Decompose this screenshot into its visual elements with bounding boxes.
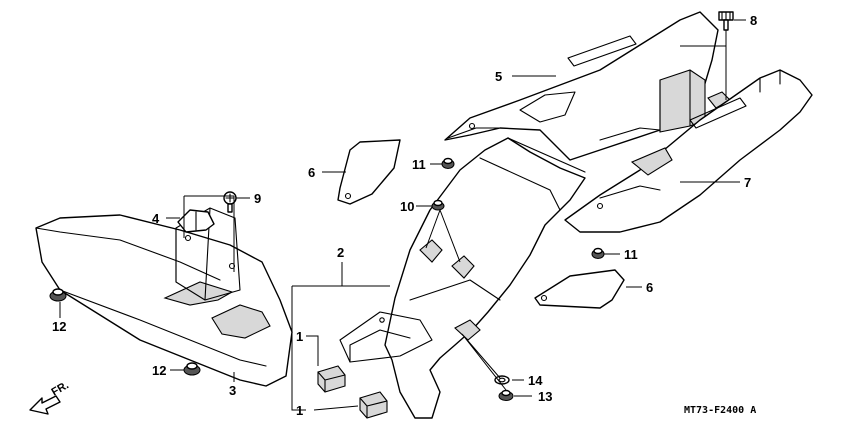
rear-cowl-upper (444, 11, 731, 161)
nut-11-upper (441, 157, 455, 169)
rear-cowl-lower (564, 69, 813, 233)
callout-8: 8 (750, 13, 757, 28)
bolt-8 (718, 11, 734, 31)
grommet-10 (431, 199, 445, 211)
collar-13 (498, 389, 514, 401)
callout-12-bottom: 12 (152, 363, 166, 378)
front-direction-arrow: FR. (29, 379, 71, 415)
washer-14 (494, 375, 510, 385)
callout-11-upper: 11 (412, 157, 426, 172)
callout-12-left: 12 (52, 319, 66, 334)
callout-2: 2 (337, 245, 344, 260)
callout-10: 10 (400, 199, 414, 214)
nut-11-lower (591, 247, 605, 259)
bracket-plate-upper (337, 139, 401, 205)
callout-5: 5 (495, 69, 502, 84)
cushion-block-upper (317, 365, 346, 393)
cushion-block-lower (359, 391, 388, 419)
callout-4: 4 (152, 211, 160, 226)
grommet-12-left (49, 288, 67, 302)
callout-9: 9 (254, 191, 261, 206)
callout-1-upper: 1 (296, 329, 303, 344)
callout-1-lower: 1 (296, 403, 303, 418)
callout-14: 14 (528, 373, 543, 388)
callout-11-lower: 11 (624, 247, 638, 262)
front-indicator-label: FR. (50, 379, 71, 398)
screw-9 (223, 191, 237, 213)
callout-13: 13 (538, 389, 552, 404)
callout-7: 7 (744, 175, 751, 190)
callout-6-upper: 6 (308, 165, 315, 180)
reference-code: MT73-F2400 A (684, 405, 756, 416)
bracket-plate-lower (534, 269, 625, 309)
callout-6-lower: 6 (646, 280, 653, 295)
callout-3: 3 (229, 383, 236, 398)
side-cover (35, 207, 293, 387)
grommet-12-bottom (183, 362, 201, 376)
clip-bracket (177, 209, 215, 233)
leader-lines (59, 19, 746, 411)
